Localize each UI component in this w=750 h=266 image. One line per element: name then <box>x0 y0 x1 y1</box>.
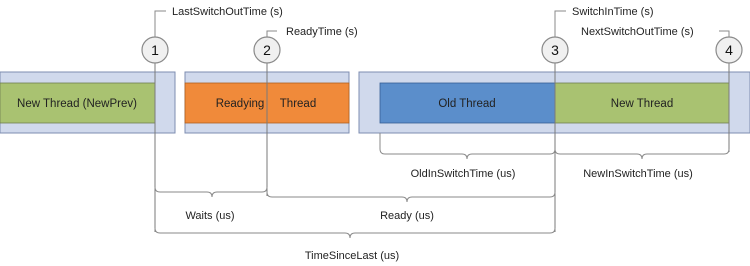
marker-1-circle <box>141 36 169 64</box>
new-in-switch-brace <box>554 148 730 160</box>
marker-2-circle <box>253 36 281 64</box>
old-in-switch-brace <box>379 133 556 160</box>
old-thread-label: Old Thread <box>438 98 495 110</box>
marker-3-leader <box>554 10 566 38</box>
ready-label: Ready (us) <box>380 210 434 222</box>
time-since-last-label: TimeSinceLast (us) <box>305 250 399 262</box>
old-thread-bar <box>379 82 556 124</box>
marker-1-number: 1 <box>151 42 159 58</box>
time-since-last-brace <box>154 227 556 239</box>
ready-time-label: ReadyTime (s) <box>286 26 358 38</box>
marker-1-leader <box>154 10 166 38</box>
waits-brace <box>154 186 268 198</box>
old-in-switch-time-label: OldInSwitchTime (us) <box>411 168 516 180</box>
new-in-switch-time-label: NewInSwitchTime (us) <box>583 168 693 180</box>
marker-4-leader <box>719 30 730 38</box>
switch-in-time-label: SwitchInTime (s) <box>572 6 654 18</box>
ready-brace <box>266 191 556 203</box>
marker-2-leader <box>266 30 277 38</box>
waits-label: Waits (us) <box>185 210 234 222</box>
marker-4-number: 4 <box>725 42 733 58</box>
last-switch-out-time-label: LastSwitchOutTime (s) <box>172 6 283 18</box>
readying-label-left: Readying <box>216 98 265 110</box>
new-thread-prev-label: New Thread (NewPrev) <box>17 98 137 110</box>
new-thread-label: New Thread <box>611 98 673 110</box>
marker-2-number: 2 <box>263 42 271 58</box>
next-switch-out-time-label: NextSwitchOutTime (s) <box>581 26 694 38</box>
new-thread-bar <box>554 82 730 124</box>
marker-3-number: 3 <box>551 42 559 58</box>
readying-label-right: Thread <box>280 98 316 110</box>
marker-3-circle <box>541 36 569 64</box>
marker-4-circle <box>715 36 743 64</box>
new-thread-prev-bar <box>0 82 156 124</box>
